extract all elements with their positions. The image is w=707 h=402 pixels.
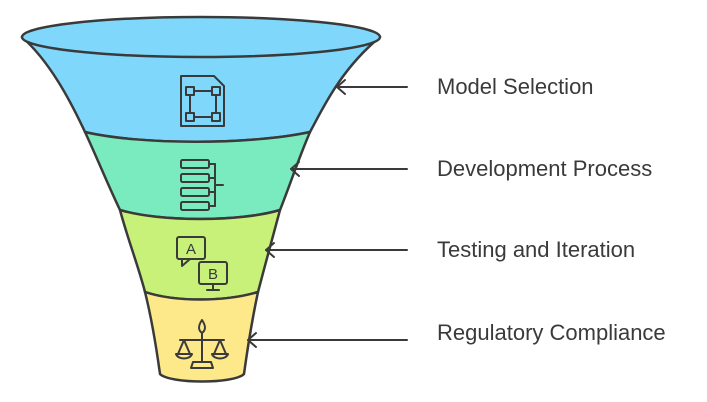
arrow-testing-and-iteration xyxy=(265,242,408,258)
funnel-band-2 xyxy=(83,130,312,221)
stage-label-testing-and-iteration: Testing and Iteration xyxy=(437,237,635,262)
funnel-stage-testing-and-iteration: A B xyxy=(118,208,282,301)
stage-label-model-selection: Model Selection xyxy=(437,74,594,99)
hierarchy-list-icon xyxy=(180,159,224,211)
stage-label-development-process: Development Process xyxy=(437,156,652,181)
svg-text:A: A xyxy=(186,241,196,258)
svg-text:B: B xyxy=(208,266,218,283)
arrow-development-process xyxy=(290,161,408,177)
funnel-band-3 xyxy=(118,208,282,301)
balance-scale-icon xyxy=(175,319,229,369)
document-frame-icon xyxy=(180,75,225,127)
funnel-stage-regulatory-compliance xyxy=(143,290,260,383)
arrow-model-selection xyxy=(336,79,408,95)
ab-test-icon: A B xyxy=(176,236,228,291)
funnel-stage-model-selection xyxy=(20,15,382,143)
stage-label-regulatory-compliance: Regulatory Compliance xyxy=(437,320,666,345)
funnel-stage-development-process xyxy=(83,130,312,221)
arrows xyxy=(247,79,408,348)
arrow-regulatory-compliance xyxy=(247,332,408,348)
funnel-rim xyxy=(20,15,382,59)
